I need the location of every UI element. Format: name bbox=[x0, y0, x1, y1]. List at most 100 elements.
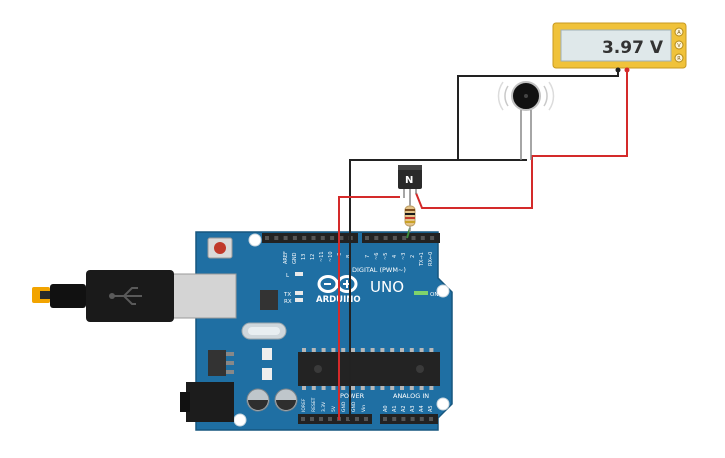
pin-hole[interactable] bbox=[392, 236, 397, 240]
capacitor bbox=[274, 388, 298, 412]
chip-pin bbox=[370, 386, 375, 390]
wire-5v[interactable] bbox=[338, 196, 400, 420]
pin-hole[interactable] bbox=[410, 417, 415, 421]
svg-text:5V: 5V bbox=[331, 405, 337, 412]
wires[interactable] bbox=[338, 70, 628, 420]
chip-pin bbox=[380, 348, 385, 352]
chip-pin bbox=[351, 348, 355, 352]
pin-hole[interactable] bbox=[292, 236, 297, 240]
probe-negative[interactable] bbox=[615, 67, 621, 73]
pin-hole[interactable] bbox=[310, 417, 314, 421]
chip-pin bbox=[311, 386, 316, 390]
svg-text:A2: A2 bbox=[401, 405, 407, 412]
pin-hole[interactable] bbox=[328, 417, 332, 421]
wire-multimeter-negative[interactable] bbox=[457, 70, 619, 161]
usb-port[interactable] bbox=[171, 273, 237, 319]
resistor-icon[interactable] bbox=[404, 200, 416, 232]
pin-label: TX→1 bbox=[419, 252, 425, 267]
chip-pin bbox=[341, 386, 346, 390]
chip-pin bbox=[311, 348, 316, 352]
svg-text:RESET: RESET bbox=[311, 397, 317, 412]
pin-hole[interactable] bbox=[283, 236, 288, 240]
power-jack[interactable] bbox=[180, 382, 234, 422]
led-tx: TX bbox=[283, 291, 303, 298]
svg-text:TX: TX bbox=[283, 292, 291, 298]
mode-r-button[interactable]: R bbox=[674, 53, 684, 63]
wire-multimeter-positive[interactable] bbox=[531, 70, 628, 168]
pin-hole[interactable] bbox=[401, 417, 406, 421]
pin-hole[interactable] bbox=[429, 417, 433, 421]
multimeter-reading: 3.97 V bbox=[602, 38, 664, 58]
digital-label: DIGITAL (PWM~) bbox=[352, 266, 406, 274]
reset-button[interactable] bbox=[207, 237, 233, 259]
pin-hole[interactable] bbox=[383, 236, 388, 240]
bottom-header-pins bbox=[301, 417, 433, 421]
mount-hole bbox=[233, 413, 247, 427]
pin-hole[interactable] bbox=[311, 236, 316, 240]
arduino-uno-board[interactable]: AREF GND 13 12 ~11 ~10 ~9 8 7 ~6 ~5 4 ~3… bbox=[171, 231, 453, 431]
chip-pin bbox=[419, 386, 424, 390]
power-label: POWER bbox=[340, 392, 365, 400]
pin-hole[interactable] bbox=[320, 236, 325, 240]
pin-hole[interactable] bbox=[274, 236, 279, 240]
pin-hole[interactable] bbox=[301, 417, 305, 421]
pin-hole[interactable] bbox=[383, 417, 387, 421]
pin-hole[interactable] bbox=[339, 236, 344, 240]
pin-hole[interactable] bbox=[364, 417, 368, 421]
svg-text:A5: A5 bbox=[428, 405, 434, 412]
pin-hole[interactable] bbox=[420, 236, 425, 240]
pin-label: ~10 bbox=[328, 251, 334, 262]
pin-label: ~3 bbox=[401, 253, 407, 260]
chip-pin bbox=[400, 386, 404, 390]
small-component bbox=[262, 348, 272, 380]
chip-pin bbox=[429, 386, 434, 390]
pin-hole[interactable] bbox=[355, 417, 359, 421]
pin-label: AREF bbox=[283, 251, 289, 264]
motor-icon[interactable] bbox=[497, 81, 555, 160]
svg-text:RX: RX bbox=[284, 299, 292, 305]
svg-text:3.3V: 3.3V bbox=[321, 401, 327, 412]
pin-label: ~11 bbox=[319, 251, 325, 262]
chip-pin bbox=[331, 348, 336, 352]
mount-hole bbox=[436, 284, 450, 298]
pin-hole[interactable] bbox=[392, 417, 397, 421]
pin-hole[interactable] bbox=[302, 236, 307, 240]
mode-a-button[interactable]: A bbox=[674, 27, 684, 37]
chip-pin bbox=[409, 386, 414, 390]
probe-positive[interactable] bbox=[624, 67, 630, 73]
pin-hole[interactable] bbox=[365, 236, 369, 240]
digital-header-a[interactable] bbox=[262, 233, 358, 243]
model-label: UNO bbox=[370, 278, 404, 296]
chip-pin bbox=[321, 386, 326, 390]
mode-v-button[interactable]: V bbox=[674, 40, 684, 50]
usb-cable-icon[interactable] bbox=[32, 270, 174, 322]
pin-label: 12 bbox=[310, 254, 316, 260]
pin-hole[interactable] bbox=[419, 417, 424, 421]
mount-hole bbox=[436, 397, 450, 411]
chip-pin bbox=[390, 386, 395, 390]
led-on: ON bbox=[414, 291, 438, 298]
pin-hole[interactable] bbox=[430, 236, 435, 240]
chip-pin bbox=[409, 348, 414, 352]
pin-hole[interactable] bbox=[330, 236, 335, 240]
led-l: L bbox=[286, 272, 303, 279]
analog-header[interactable] bbox=[380, 414, 438, 424]
pin-hole[interactable] bbox=[265, 236, 269, 240]
power-header[interactable] bbox=[298, 414, 372, 424]
pin-hole[interactable] bbox=[374, 236, 379, 240]
chip-pin bbox=[380, 386, 385, 390]
pin-hole[interactable] bbox=[411, 236, 416, 240]
pin-label: 2 bbox=[410, 255, 416, 258]
svg-text:IOREF: IOREF bbox=[301, 398, 307, 412]
pin-hole[interactable] bbox=[402, 236, 407, 240]
svg-text:V: V bbox=[677, 43, 681, 49]
led-rx: RX bbox=[284, 298, 303, 305]
digital-header-b[interactable] bbox=[362, 233, 440, 243]
pin-hole[interactable] bbox=[346, 417, 350, 421]
svg-text:A3: A3 bbox=[410, 405, 416, 412]
pin-hole[interactable] bbox=[319, 417, 323, 421]
wire-collector[interactable] bbox=[415, 168, 533, 209]
multimeter-icon[interactable]: 3.97 V A V R bbox=[552, 22, 687, 73]
